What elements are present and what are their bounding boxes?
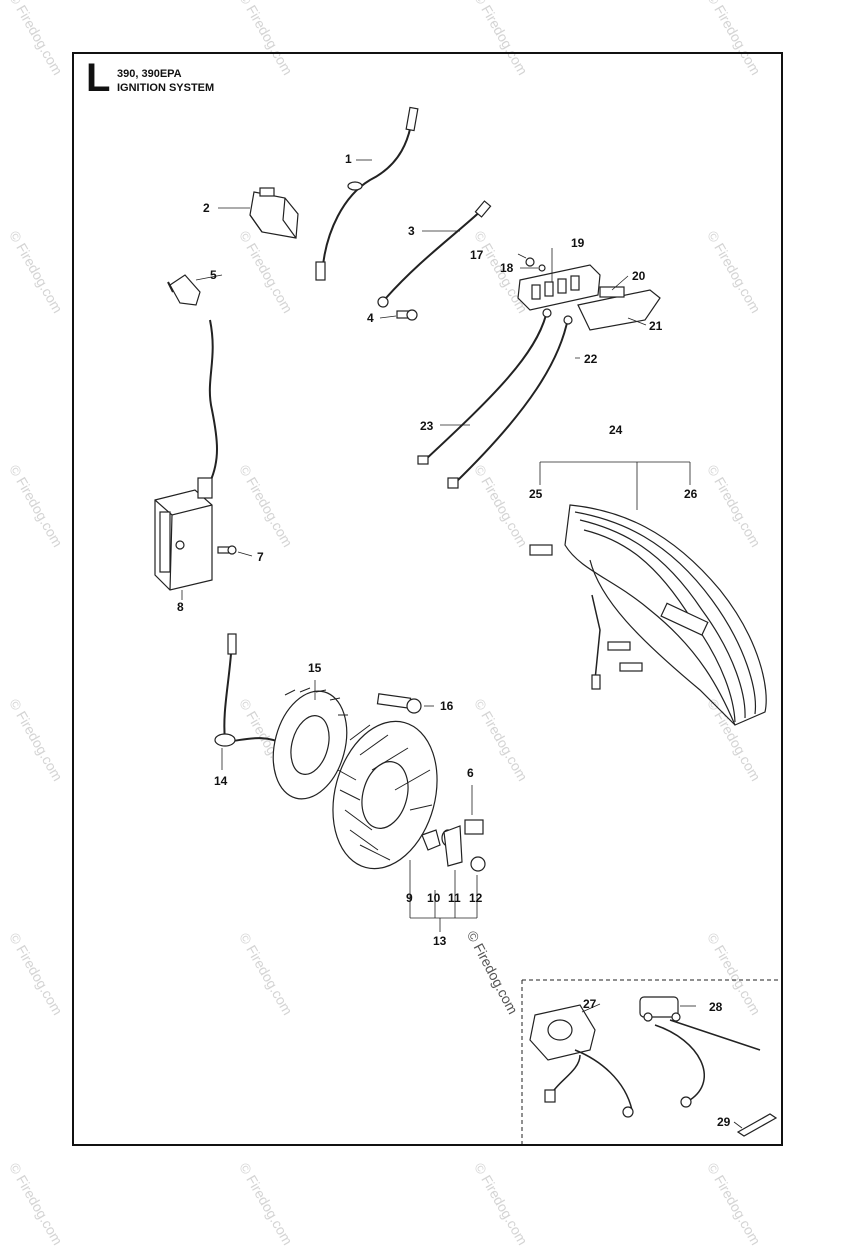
- bracket-parts-17-21: [517, 248, 661, 331]
- wire-part-14: [214, 633, 286, 770]
- callout-12: 12: [469, 891, 483, 905]
- bolt-part-16: [376, 693, 434, 714]
- callout-1: 1: [345, 152, 352, 166]
- screw-part-4: [379, 309, 418, 321]
- model-number: 390, 390EPA: [117, 68, 182, 80]
- callout-28: 28: [709, 1000, 723, 1014]
- heated-handle-parts-24-26: [529, 461, 767, 726]
- callout-29: 29: [717, 1115, 731, 1129]
- wires-parts-22-23: [417, 308, 580, 489]
- diagram-frame: [72, 52, 783, 1146]
- callout-10: 10: [427, 891, 441, 905]
- callout-22: 22: [584, 352, 598, 366]
- wire-part-3: [377, 200, 492, 308]
- spark-plug-cap-part-5: [167, 274, 223, 483]
- callout-20: 20: [632, 269, 646, 283]
- ignition-module-part-8: [154, 477, 213, 600]
- callout-26: 26: [684, 487, 698, 501]
- callout-16: 16: [440, 699, 454, 713]
- callout-6: 6: [467, 766, 474, 780]
- screw-part-7: [217, 545, 253, 557]
- callout-9: 9: [406, 891, 413, 905]
- callout-19: 19: [571, 236, 585, 250]
- callout-25: 25: [529, 487, 543, 501]
- callout-18: 18: [500, 261, 514, 275]
- callout-23: 23: [420, 419, 434, 433]
- module-part-27: [529, 1003, 634, 1118]
- callout-21: 21: [649, 319, 663, 333]
- optional-parts-box: [521, 979, 781, 1144]
- clip-part-29: [733, 1113, 778, 1137]
- ht-lead-part-1: [315, 106, 419, 281]
- callout-7: 7: [257, 550, 264, 564]
- callout-11: 11: [448, 891, 461, 905]
- callout-15: 15: [308, 661, 322, 675]
- parts-diagram-page: © Firedog.com © Firedog.com © Firedog.co…: [6, 0, 783, 1248]
- exploded-view-drawing: 1 2 3 4 5 6 7 8 9 10 11 12 13 14 15 16 1…: [154, 106, 781, 1144]
- section-letter: L: [86, 56, 111, 100]
- callout-8: 8: [177, 600, 184, 614]
- callout-3: 3: [408, 224, 415, 238]
- callout-13: 13: [433, 934, 447, 948]
- callout-4: 4: [367, 311, 374, 325]
- callout-27: 27: [583, 997, 597, 1011]
- sensor-part-28: [639, 996, 761, 1108]
- flywheel-parts-9-12: [332, 720, 486, 932]
- diagram-title: IGNITION SYSTEM: [117, 82, 215, 94]
- stator-part-15: [272, 680, 348, 800]
- switch-block-part-2: [218, 187, 299, 239]
- callout-17: 17: [470, 248, 484, 262]
- callout-5: 5: [210, 268, 217, 282]
- callout-14: 14: [214, 774, 228, 788]
- callout-2: 2: [203, 201, 210, 215]
- callout-24: 24: [609, 423, 623, 437]
